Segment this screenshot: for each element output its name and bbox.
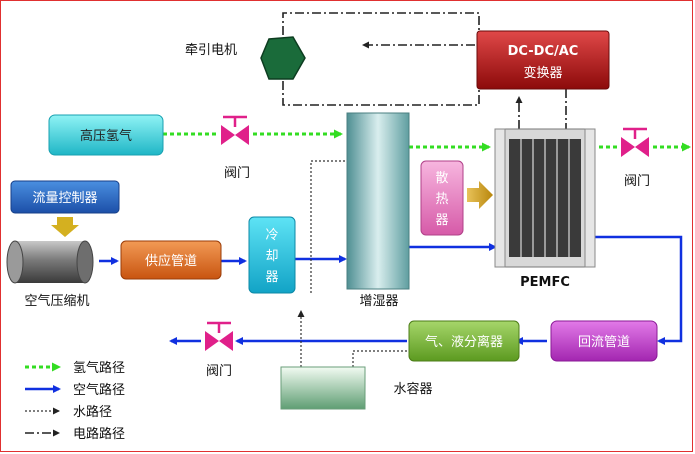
water-tank: 水容器 [280,366,433,410]
legend-hydrogen-label: 氢气路径 [73,360,125,376]
legend-air: 空气路径 [25,382,125,398]
return-pipe-box [550,320,658,362]
converter-label-2: 变换器 [523,65,562,81]
water-path-separator-tank [352,350,407,367]
cooler: 冷 却 器 [248,216,296,294]
return-pipe: 回流管道 [550,320,658,362]
valve-outlet-label: 阀门 [624,174,650,189]
motor-icon [260,36,306,80]
legend: 氢气路径 空气路径 水路径 电路路径 [25,360,125,442]
radiator-label-2: 热 [435,192,448,207]
legend-water: 水路径 [25,404,112,420]
converter: DC-DC/AC 变换器 [476,30,610,90]
air-compressor: 空气压缩机 [6,240,94,309]
radiator: 散 热 器 [420,160,493,236]
separator-label: 气、液分离器 [425,334,503,350]
supply-pipe-label: 供应管道 [145,253,197,269]
compressor-end-left [6,240,24,284]
converter-label-1: DC-DC/AC [508,44,579,59]
valve-hydrogen-label: 阀门 [224,166,250,181]
pemfc-label: PEMFC [520,275,570,290]
humidifier: 增湿器 [346,112,410,309]
legend-air-label: 空气路径 [73,382,125,398]
motor-label: 牵引电机 [185,43,237,58]
flow-controller-label: 流量控制器 [32,191,97,206]
radiator-box [420,160,464,236]
cooler-label-3: 器 [265,270,278,285]
valve-exhaust-label: 阀门 [206,364,232,379]
valve-hydrogen: 阀门 [221,115,250,181]
pemfc-stack: PEMFC [494,128,596,290]
return-pipe-label: 回流管道 [578,335,630,350]
compressor-end-right [76,240,94,284]
hydrogen-source: 高压氢气 [48,114,164,156]
cooler-box [248,216,296,294]
cooler-label-1: 冷 [265,228,278,243]
legend-electric: 电路路径 [25,426,125,442]
radiator-label-1: 散 [435,171,448,186]
traction-motor: 牵引电机 [185,36,306,80]
humidifier-box [346,112,410,290]
legend-hydrogen: 氢气路径 [25,360,125,376]
cooler-label-2: 却 [265,249,278,264]
hydrogen-label: 高压氢气 [80,128,132,144]
flow-controller-arrow [51,217,79,237]
separator: 气、液分离器 [408,320,520,362]
legend-electric-label: 电路路径 [73,426,125,442]
radiator-label-3: 器 [435,213,448,228]
water-tank-box [280,366,366,410]
hydrogen-box [48,114,164,156]
legend-water-label: 水路径 [73,404,112,420]
supply-pipe: 供应管道 [120,240,222,280]
valve-exhaust: 阀门 [205,321,233,379]
flow-controller: 流量控制器 [10,180,120,237]
separator-box [408,320,520,362]
electric-path-motor-top [282,12,480,35]
valve-outlet: 阀门 [621,127,650,189]
air-path-5 [595,235,683,345]
humidifier-label: 增湿器 [359,294,398,309]
flow-controller-box [10,180,120,214]
supply-pipe-box [120,240,222,280]
water-tank-label: 水容器 [393,381,432,397]
compressor-body [15,241,85,283]
air-paths [99,235,683,345]
hydrogen-paths [163,129,691,152]
heat-arrow [467,181,493,209]
compressor-label: 空气压缩机 [24,293,89,309]
converter-box [476,30,610,90]
electric-path-motor-bottom [282,81,480,106]
